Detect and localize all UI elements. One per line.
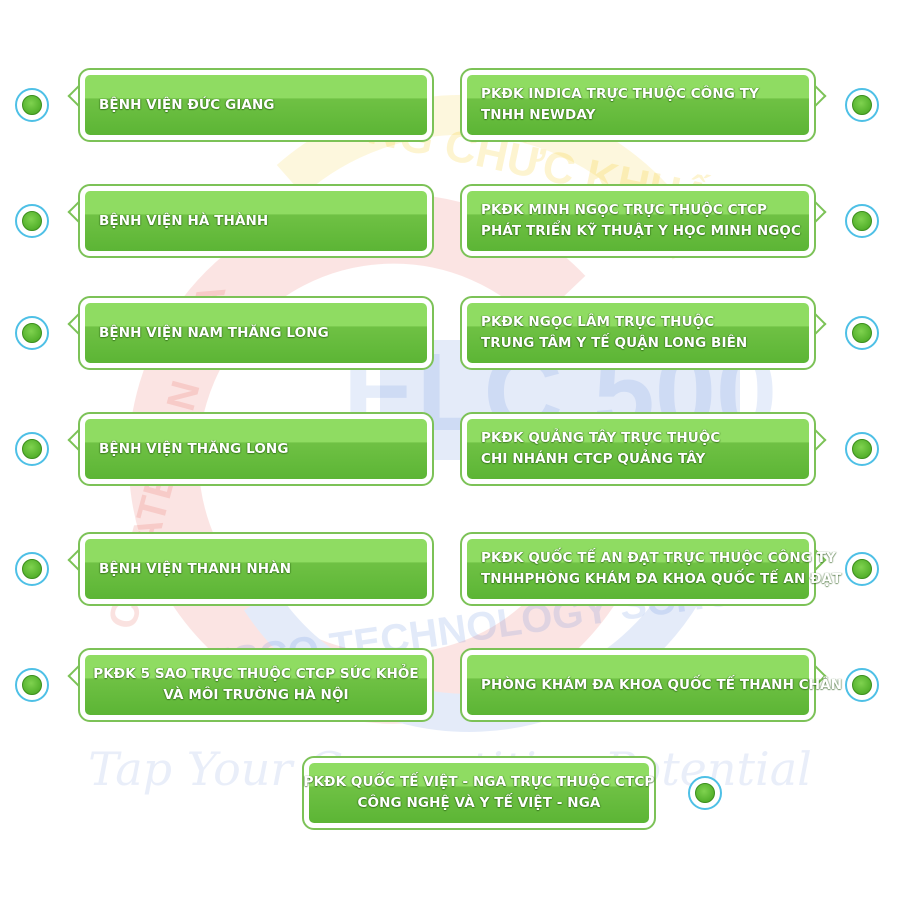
item-label-panel: PKĐK MINH NGỌC TRỰC THUỘC CTCP PHÁT TRIỂN…	[467, 191, 809, 251]
item-label-line: PKĐK QUỐC TẾ VIỆT - NGA TRỰC THUỘC CTCP	[303, 774, 655, 790]
item-label-line: BỆNH VIỆN THĂNG LONG	[99, 440, 289, 457]
item-label-panel: PKĐK 5 SAO TRỰC THUỘC CTCP SỨC KHỎE VÀ MÔ…	[85, 655, 427, 715]
left-item-1: BỆNH VIỆN ĐỨC GIANG	[67, 68, 434, 142]
left-item-4: BỆNH VIỆN THĂNG LONG	[67, 412, 434, 486]
item-label-panel: BỆNH VIỆN ĐỨC GIANG	[85, 75, 427, 135]
left-item-2: BỆNH VIỆN HÀ THÀNH	[67, 184, 434, 258]
right-item-6: PHÒNG KHÁM ĐA KHOA QUỐC TẾ THANH CHÂN	[460, 648, 843, 722]
item-label-line: CÔNG NGHỆ VÀ Y TẾ VIỆT - NGA	[357, 795, 601, 811]
item-label-line: TNHH NEWDAY	[481, 107, 596, 123]
green-dot-icon	[845, 204, 879, 238]
item-label-line: PKĐK NGỌC LÂM TRỰC THUỘC	[481, 314, 715, 330]
item-label-line: PKĐK INDICA TRỰC THUỘC CÔNG TY	[481, 86, 759, 102]
item-label-line: VÀ MÔI TRƯỜNG HÀ NỘI	[163, 687, 349, 703]
item-label-panel: BỆNH VIỆN THĂNG LONG	[85, 419, 427, 479]
item-label-line: TRUNG TÂM Y TẾ QUẬN LONG BIÊN	[481, 335, 748, 351]
item-label-panel: PKĐK QUỐC TẾ VIỆT - NGA TRỰC THUỘC CTCP C…	[304, 763, 654, 823]
item-label-panel: BỆNH VIỆN NAM THĂNG LONG	[85, 303, 427, 363]
green-dot-icon	[845, 668, 879, 702]
bottom-item: PKĐK QUỐC TẾ VIỆT - NGA TRỰC THUỘC CTCP C…	[302, 756, 656, 830]
item-label-line: BỆNH VIỆN NAM THĂNG LONG	[99, 324, 329, 341]
item-label-line: BỆNH VIỆN HÀ THÀNH	[99, 212, 269, 229]
item-label-panel: BỆNH VIỆN THANH NHÀN	[85, 539, 427, 599]
item-label-line: BỆNH VIỆN ĐỨC GIANG	[99, 96, 275, 113]
item-label-line: TNHHPHÒNG KHÁM ĐA KHOA QUỐC TẾ AN ĐẠT	[481, 571, 842, 587]
green-dot-icon	[845, 88, 879, 122]
item-label-line: PHÁT TRIỂN KỸ THUẬT Y HỌC MINH NGỌC	[481, 223, 801, 239]
left-item-3: BỆNH VIỆN NAM THĂNG LONG	[67, 296, 434, 370]
item-label-line: CHI NHÁNH CTCP QUẢNG TÂY	[481, 451, 706, 467]
green-dot-icon	[688, 776, 722, 810]
item-label-line: PKĐK QUỐC TẾ AN ĐẠT TRỰC THUỘC CÔNG TY	[481, 550, 836, 566]
right-item-4: PKĐK QUẢNG TÂY TRỰC THUỘC CHI NHÁNH CTCP …	[460, 412, 827, 486]
item-label-panel: PKĐK QUẢNG TÂY TRỰC THUỘC CHI NHÁNH CTCP …	[467, 419, 809, 479]
green-dot-icon	[845, 432, 879, 466]
green-dot-icon	[15, 432, 49, 466]
item-label-panel: PKĐK QUỐC TẾ AN ĐẠT TRỰC THUỘC CÔNG TY TN…	[467, 539, 842, 599]
green-dot-icon	[845, 552, 879, 586]
right-item-2: PKĐK MINH NGỌC TRỰC THUỘC CTCP PHÁT TRIỂN…	[460, 184, 827, 258]
item-label-line: PKĐK QUẢNG TÂY TRỰC THUỘC	[481, 430, 721, 446]
left-item-5: BỆNH VIỆN THANH NHÀN	[67, 532, 434, 606]
green-dot-icon	[15, 204, 49, 238]
left-item-6: PKĐK 5 SAO TRỰC THUỘC CTCP SỨC KHỎE VÀ MÔ…	[67, 648, 434, 722]
green-dot-icon	[845, 316, 879, 350]
item-label-line: PKĐK MINH NGỌC TRỰC THUỘC CTCP	[481, 202, 768, 218]
green-dot-icon	[15, 668, 49, 702]
item-label-panel: PKĐK NGỌC LÂM TRỰC THUỘC TRUNG TÂM Y TẾ Q…	[467, 303, 809, 363]
right-item-5: PKĐK QUỐC TẾ AN ĐẠT TRỰC THUỘC CÔNG TY TN…	[460, 532, 842, 606]
item-label-panel: PHÒNG KHÁM ĐA KHOA QUỐC TẾ THANH CHÂN	[467, 655, 843, 715]
green-dot-icon	[15, 552, 49, 586]
item-label-line: PHÒNG KHÁM ĐA KHOA QUỐC TẾ THANH CHÂN	[481, 676, 843, 693]
item-label-panel: BỆNH VIỆN HÀ THÀNH	[85, 191, 427, 251]
right-item-1: PKĐK INDICA TRỰC THUỘC CÔNG TY TNHH NEWDA…	[460, 68, 827, 142]
green-dot-icon	[15, 316, 49, 350]
item-label-panel: PKĐK INDICA TRỰC THUỘC CÔNG TY TNHH NEWDA…	[467, 75, 809, 135]
item-label-line: PKĐK 5 SAO TRỰC THUỘC CTCP SỨC KHỎE	[93, 666, 419, 682]
green-dot-icon	[15, 88, 49, 122]
item-label-line: BỆNH VIỆN THANH NHÀN	[99, 560, 292, 577]
right-item-3: PKĐK NGỌC LÂM TRỰC THUỘC TRUNG TÂM Y TẾ Q…	[460, 296, 827, 370]
